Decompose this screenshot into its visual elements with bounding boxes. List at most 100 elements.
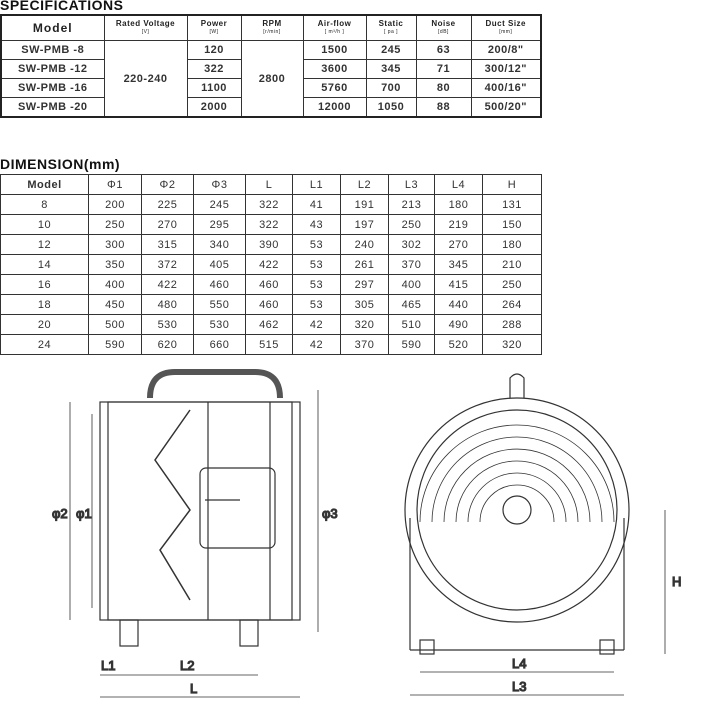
dim-cell: 370 bbox=[388, 254, 435, 275]
dim-cell: 460 bbox=[193, 274, 246, 295]
dim-cell: 340 bbox=[193, 234, 246, 255]
dim-header-cell: L bbox=[245, 174, 293, 195]
dim-header-cell: H bbox=[482, 174, 542, 195]
dim-cell: 42 bbox=[292, 334, 341, 355]
label-phi2: φ2 bbox=[52, 506, 68, 521]
dim-cell: 510 bbox=[388, 314, 435, 335]
dim-cell: 372 bbox=[141, 254, 194, 275]
dim-cell: 270 bbox=[434, 234, 483, 255]
label-L4: L4 bbox=[512, 656, 526, 671]
dim-cell: 297 bbox=[340, 274, 389, 295]
dim-cell: 53 bbox=[292, 274, 341, 295]
dim-cell: 320 bbox=[482, 334, 542, 355]
dim-cell: 53 bbox=[292, 294, 341, 315]
dim-cell: 14 bbox=[0, 254, 89, 275]
dim-cell: 530 bbox=[193, 314, 246, 335]
dim-cell: 302 bbox=[388, 234, 435, 255]
dim-cell: 490 bbox=[434, 314, 483, 335]
dim-cell: 305 bbox=[340, 294, 389, 315]
label-H: H bbox=[672, 574, 681, 589]
dim-cell: 450 bbox=[88, 294, 142, 315]
cell-noise: 71 bbox=[415, 59, 472, 79]
header-label: Duct Size bbox=[485, 19, 526, 28]
cell-static: 700 bbox=[365, 78, 417, 98]
dim-cell: 345 bbox=[434, 254, 483, 275]
cell-noise: 88 bbox=[415, 97, 472, 118]
dim-cell: 43 bbox=[292, 214, 341, 235]
dim-cell: 8 bbox=[0, 194, 89, 215]
label-L3: L3 bbox=[512, 679, 526, 694]
cell-duct: 500/20" bbox=[470, 97, 542, 118]
cell-airflow: 1500 bbox=[302, 40, 367, 60]
dim-cell: 530 bbox=[141, 314, 194, 335]
label-phi1: φ1 bbox=[76, 506, 92, 521]
cell-static: 345 bbox=[365, 59, 417, 79]
dimension-lines bbox=[69, 390, 666, 698]
dim-cell: 12 bbox=[0, 234, 89, 255]
dim-cell: 390 bbox=[245, 234, 293, 255]
cell-power: 322 bbox=[186, 59, 242, 79]
dim-header-cell: L1 bbox=[292, 174, 341, 195]
dim-header-cell: Φ3 bbox=[193, 174, 246, 195]
dim-cell: 200 bbox=[88, 194, 142, 215]
spec-header-cell: Model bbox=[0, 14, 105, 41]
spec-header-cell: Rated Voltage[V] bbox=[103, 14, 188, 41]
dim-cell: 219 bbox=[434, 214, 483, 235]
dim-cell: 24 bbox=[0, 334, 89, 355]
spec-header-cell: Power[W] bbox=[186, 14, 242, 41]
cell-model: SW-PMB -8 bbox=[0, 40, 105, 60]
cell-duct: 300/12" bbox=[470, 59, 542, 79]
cell-rpm: 2800 bbox=[240, 40, 304, 118]
dim-cell: 462 bbox=[245, 314, 293, 335]
header-unit: [W] bbox=[209, 29, 219, 35]
dim-cell: 240 bbox=[340, 234, 389, 255]
dim-cell: 440 bbox=[434, 294, 483, 315]
dim-cell: 620 bbox=[141, 334, 194, 355]
dim-cell: 180 bbox=[482, 234, 542, 255]
dim-cell: 191 bbox=[340, 194, 389, 215]
dim-cell: 53 bbox=[292, 254, 341, 275]
cell-power: 1100 bbox=[186, 78, 242, 98]
dim-cell: 465 bbox=[388, 294, 435, 315]
dim-cell: 295 bbox=[193, 214, 246, 235]
cell-airflow: 12000 bbox=[302, 97, 367, 118]
cell-airflow: 3600 bbox=[302, 59, 367, 79]
label-L: L bbox=[190, 681, 197, 696]
dim-cell: 590 bbox=[388, 334, 435, 355]
dim-cell: 270 bbox=[141, 214, 194, 235]
spec-header-cell: Duct Size[mm] bbox=[470, 14, 542, 41]
side-view bbox=[99, 369, 301, 647]
cell-model: SW-PMB -16 bbox=[0, 78, 105, 98]
dim-cell: 180 bbox=[434, 194, 483, 215]
header-label: Rated Voltage bbox=[115, 19, 176, 28]
dim-header-cell: Φ2 bbox=[141, 174, 194, 195]
dim-cell: 550 bbox=[193, 294, 246, 315]
cell-voltage: 220-240 bbox=[103, 40, 188, 118]
dim-cell: 400 bbox=[388, 274, 435, 295]
dim-cell: 261 bbox=[340, 254, 389, 275]
dim-cell: 250 bbox=[388, 214, 435, 235]
dim-cell: 10 bbox=[0, 214, 89, 235]
dim-cell: 16 bbox=[0, 274, 89, 295]
header-label: Noise bbox=[431, 19, 456, 28]
header-unit: [ pa ] bbox=[383, 29, 399, 35]
dim-cell: 422 bbox=[141, 274, 194, 295]
dimension-title: DIMENSION(mm) bbox=[0, 156, 121, 172]
header-unit: [dB] bbox=[438, 29, 449, 35]
header-label: Static bbox=[378, 19, 404, 28]
dim-cell: 320 bbox=[340, 314, 389, 335]
dim-cell: 460 bbox=[245, 274, 293, 295]
dim-cell: 520 bbox=[434, 334, 483, 355]
dim-cell: 400 bbox=[88, 274, 142, 295]
dim-cell: 405 bbox=[193, 254, 246, 275]
spec-header-cell: Air-flow[ m³/h ] bbox=[302, 14, 367, 41]
dim-cell: 131 bbox=[482, 194, 542, 215]
cell-model: SW-PMB -12 bbox=[0, 59, 105, 79]
cell-static: 245 bbox=[365, 40, 417, 60]
